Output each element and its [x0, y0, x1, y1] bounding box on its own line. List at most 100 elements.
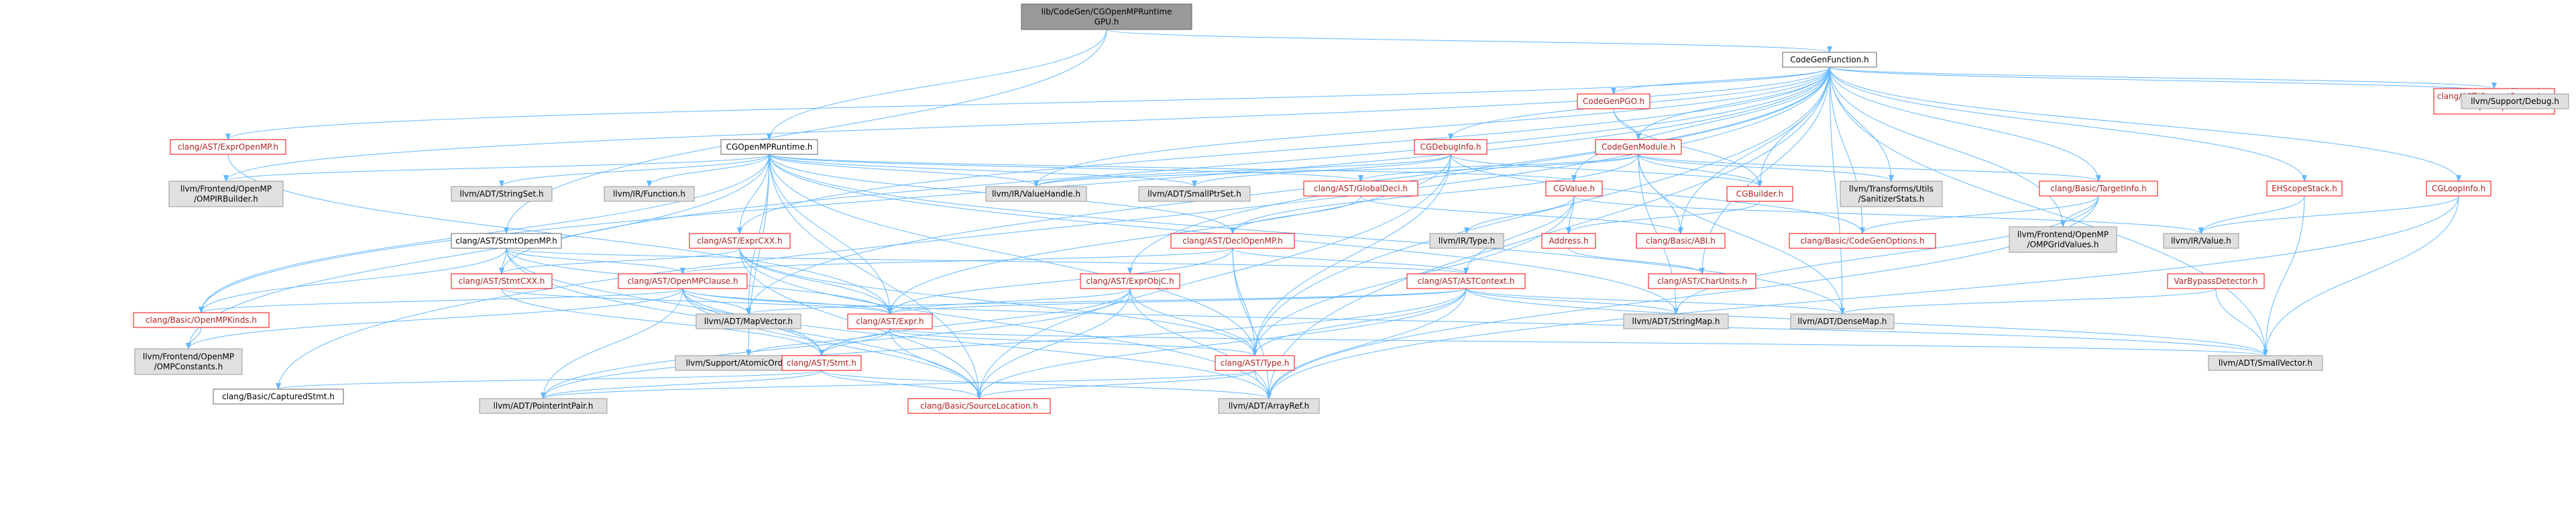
node-mapvector[interactable]: llvm/ADT/MapVector.h — [695, 313, 801, 329]
node-box[interactable] — [1840, 180, 1943, 207]
node-box[interactable] — [2266, 180, 2343, 197]
node-label: /OMPConstants.h — [154, 362, 223, 372]
node-sanitizer[interactable]: llvm/Transforms/Utils/SanitizerStats.h — [1840, 180, 1943, 207]
node-irfunc[interactable]: llvm/IR/Function.h — [604, 186, 695, 202]
node-ptrintpair[interactable]: llvm/ADT/PointerIntPair.h — [479, 398, 608, 414]
node-box[interactable] — [1170, 233, 1295, 249]
node-box[interactable] — [451, 233, 562, 249]
node-box[interactable] — [1541, 233, 1596, 249]
node-box[interactable] — [133, 312, 270, 328]
node-box[interactable] — [2167, 273, 2265, 289]
node-cgpgo[interactable]: CodeGenPGO.h — [1577, 93, 1650, 109]
node-smallvector[interactable]: llvm/ADT/SmallVector.h — [2208, 355, 2323, 371]
node-irtype[interactable]: llvm/IR/Type.h — [1429, 233, 1504, 249]
node-box[interactable] — [2208, 355, 2323, 371]
node-box[interactable] — [213, 389, 344, 405]
node-ompconst[interactable]: llvm/Frontend/OpenMP/OMPConstants.h — [134, 348, 243, 375]
node-box[interactable] — [781, 355, 862, 371]
node-box[interactable] — [1577, 93, 1650, 109]
node-label: llvm/Support/Debug.h — [2471, 97, 2559, 106]
node-cgoptions[interactable]: clang/Basic/CodeGenOptions.h — [1789, 233, 1936, 249]
node-declomp[interactable]: clang/AST/DeclOpenMP.h — [1170, 233, 1295, 249]
node-globaldecl[interactable]: clang/AST/GlobalDecl.h — [1303, 180, 1418, 197]
node-stringset[interactable]: llvm/ADT/StringSet.h — [451, 186, 553, 202]
node-charunits[interactable]: clang/AST/CharUnits.h — [1648, 273, 1756, 289]
node-box[interactable] — [1595, 139, 1682, 155]
node-box[interactable] — [479, 398, 608, 414]
node-cgf[interactable]: CodeGenFunction.h — [1782, 52, 1877, 68]
node-stmtcxx[interactable]: clang/AST/StmtCXX.h — [451, 273, 553, 289]
node-ompirb[interactable]: llvm/Frontend/OpenMP/OMPIRBuilder.h — [168, 180, 284, 207]
node-debug[interactable]: llvm/Support/Debug.h — [2461, 93, 2569, 109]
node-box[interactable] — [2426, 180, 2491, 197]
node-cgloop[interactable]: CGLoopInfo.h — [2426, 180, 2491, 197]
node-exprompp[interactable]: clang/AST/ExprOpenMP.h — [170, 139, 286, 155]
node-abi[interactable]: clang/Basic/ABI.h — [1636, 233, 1726, 249]
node-box[interactable] — [720, 139, 818, 155]
node-box[interactable] — [1789, 233, 1936, 249]
node-box[interactable] — [1636, 233, 1726, 249]
node-box[interactable] — [1080, 273, 1180, 289]
node-type[interactable]: clang/AST/Type.h — [1215, 355, 1295, 371]
dependency-edge-astctx-to-expr — [887, 288, 1467, 315]
node-exprobjc[interactable]: clang/AST/ExprObjC.h — [1080, 273, 1180, 289]
node-box[interactable] — [1545, 180, 1603, 197]
node-cgomp[interactable]: CGOpenMPRuntime.h — [720, 139, 818, 155]
node-ompkinds[interactable]: clang/Basic/OpenMPKinds.h — [133, 312, 270, 328]
node-densemap[interactable]: llvm/ADT/DenseMap.h — [1790, 313, 1895, 329]
node-box[interactable] — [1303, 180, 1418, 197]
node-targetinfo[interactable]: clang/Basic/TargetInfo.h — [2039, 180, 2158, 197]
node-captured[interactable]: clang/Basic/CapturedStmt.h — [213, 389, 344, 405]
node-ehscope[interactable]: EHScopeStack.h — [2266, 180, 2343, 197]
node-box[interactable] — [1215, 355, 1295, 371]
node-cgmodule[interactable]: CodeGenModule.h — [1595, 139, 1682, 155]
node-valuehandle[interactable]: llvm/IR/ValueHandle.h — [985, 186, 1087, 202]
node-box[interactable] — [604, 186, 695, 202]
node-cgdebug[interactable]: CGDebugInfo.h — [1414, 139, 1488, 155]
node-ompclause[interactable]: clang/AST/OpenMPClause.h — [618, 273, 748, 289]
node-box[interactable] — [847, 313, 933, 329]
dependency-edge-expr-to-stmt — [819, 328, 891, 356]
node-varbypass[interactable]: VarBypassDetector.h — [2167, 273, 2265, 289]
node-ompgrid[interactable]: llvm/Frontend/OpenMP/OMPGridValues.h — [2009, 226, 2117, 253]
node-box[interactable] — [170, 139, 286, 155]
node-stmtomp[interactable]: clang/AST/StmtOpenMP.h — [451, 233, 562, 249]
node-box[interactable] — [1429, 233, 1504, 249]
node-exprcxx[interactable]: clang/AST/ExprCXX.h — [689, 233, 791, 249]
node-box[interactable] — [1414, 139, 1488, 155]
node-box[interactable] — [134, 348, 243, 375]
node-address[interactable]: Address.h — [1541, 233, 1596, 249]
node-cgvalue[interactable]: CGValue.h — [1545, 180, 1603, 197]
node-box[interactable] — [1406, 273, 1526, 289]
node-expr[interactable]: clang/AST/Expr.h — [847, 313, 933, 329]
node-smallptrset[interactable]: llvm/ADT/SmallPtrSet.h — [1138, 186, 1251, 202]
node-box[interactable] — [695, 313, 801, 329]
node-box[interactable] — [618, 273, 748, 289]
node-box[interactable] — [689, 233, 791, 249]
node-stringmap[interactable]: llvm/ADT/StringMap.h — [1623, 313, 1729, 329]
node-box[interactable] — [1623, 313, 1729, 329]
node-box[interactable] — [451, 186, 553, 202]
node-box[interactable] — [1021, 3, 1192, 30]
node-box[interactable] — [985, 186, 1087, 202]
node-box[interactable] — [451, 273, 553, 289]
node-box[interactable] — [1782, 52, 1877, 68]
node-box[interactable] — [1218, 398, 1320, 414]
node-box[interactable] — [1648, 273, 1756, 289]
node-box[interactable] — [168, 180, 284, 207]
node-stmt[interactable]: clang/AST/Stmt.h — [781, 355, 862, 371]
node-cgbuilder[interactable]: CGBuilder.h — [1726, 186, 1793, 202]
node-srcloc[interactable]: clang/Basic/SourceLocation.h — [907, 398, 1051, 414]
node-arrayref[interactable]: llvm/ADT/ArrayRef.h — [1218, 398, 1320, 414]
node-box[interactable] — [1138, 186, 1251, 202]
node-box[interactable] — [2009, 226, 2117, 253]
node-box[interactable] — [907, 398, 1051, 414]
node-box[interactable] — [2461, 93, 2569, 109]
node-box[interactable] — [1790, 313, 1895, 329]
node-irvalue[interactable]: llvm/IR/Value.h — [2163, 233, 2239, 249]
node-box[interactable] — [2039, 180, 2158, 197]
node-astctx[interactable]: clang/AST/ASTContext.h — [1406, 273, 1526, 289]
node-box[interactable] — [1726, 186, 1793, 202]
node-box[interactable] — [2163, 233, 2239, 249]
